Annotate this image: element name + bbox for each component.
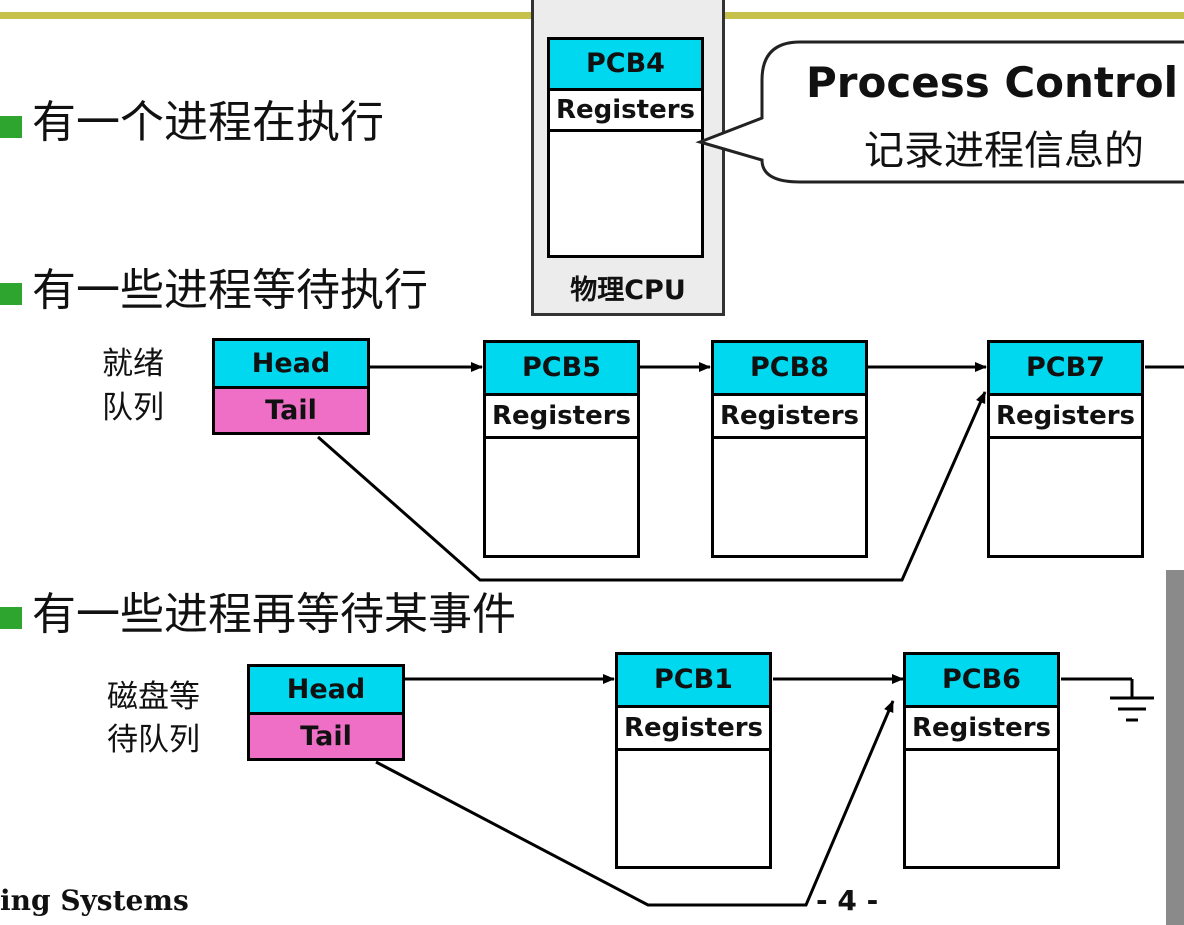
pcb-name: PCB1	[618, 655, 769, 708]
footer-course-title: ing Systems	[0, 884, 189, 917]
pcb-name: PCB8	[714, 343, 865, 396]
pcb-node: PCB8 Registers	[711, 340, 868, 558]
pcb-registers: Registers	[618, 708, 769, 751]
pcb-node: PCB1 Registers	[615, 652, 772, 869]
pcb-node: PCB5 Registers	[483, 340, 640, 558]
ground-null-icon	[1061, 677, 1154, 722]
pcb-registers: Registers	[906, 708, 1057, 751]
pcb-name: PCB5	[486, 343, 637, 396]
bullet-square-icon	[0, 116, 22, 138]
disk-queue-label-1: 磁盘等	[107, 679, 200, 715]
arrow-tail-to-pcb6	[375, 700, 895, 907]
queue-head: Head	[215, 341, 367, 389]
pcb-registers: Registers	[714, 396, 865, 439]
queue-tail: Tail	[215, 389, 367, 432]
bullet-ready-wait: 有一些进程等待执行	[32, 265, 428, 316]
side-panel	[1166, 570, 1184, 925]
pcb-registers: Registers	[486, 396, 637, 439]
disk-queue-label-2: 待队列	[107, 722, 200, 758]
callout-title: Process Control	[806, 58, 1178, 107]
pcb-node: PCB6 Registers	[903, 652, 1060, 869]
pcb-name: PCB4	[550, 40, 701, 91]
bullet-square-icon	[0, 283, 22, 305]
bullet-event-wait: 有一些进程再等待某事件	[32, 589, 516, 640]
callout-subtitle: 记录进程信息的	[864, 128, 1144, 174]
arrow-tail-to-pcb7	[317, 391, 987, 582]
disk-queue-header: Head Tail	[247, 664, 405, 761]
callout-bubble	[695, 40, 1184, 184]
pcb-registers: Registers	[550, 91, 701, 132]
queue-head: Head	[250, 667, 402, 715]
page-number: - 4 -	[816, 884, 879, 917]
pcb-name: PCB7	[990, 343, 1141, 396]
pcb-running: PCB4 Registers	[547, 37, 704, 258]
ready-queue-header: Head Tail	[212, 338, 370, 435]
queue-tail: Tail	[250, 715, 402, 758]
ready-queue-label-2: 队列	[102, 390, 164, 426]
pcb-node: PCB7 Registers	[987, 340, 1144, 558]
pcb-name: PCB6	[906, 655, 1057, 708]
bullet-running: 有一个进程在执行	[32, 97, 384, 148]
cpu-label: 物理CPU	[570, 275, 686, 306]
ready-queue-label-1: 就绪	[102, 346, 164, 382]
pcb-registers: Registers	[990, 396, 1141, 439]
bullet-square-icon	[0, 607, 22, 629]
